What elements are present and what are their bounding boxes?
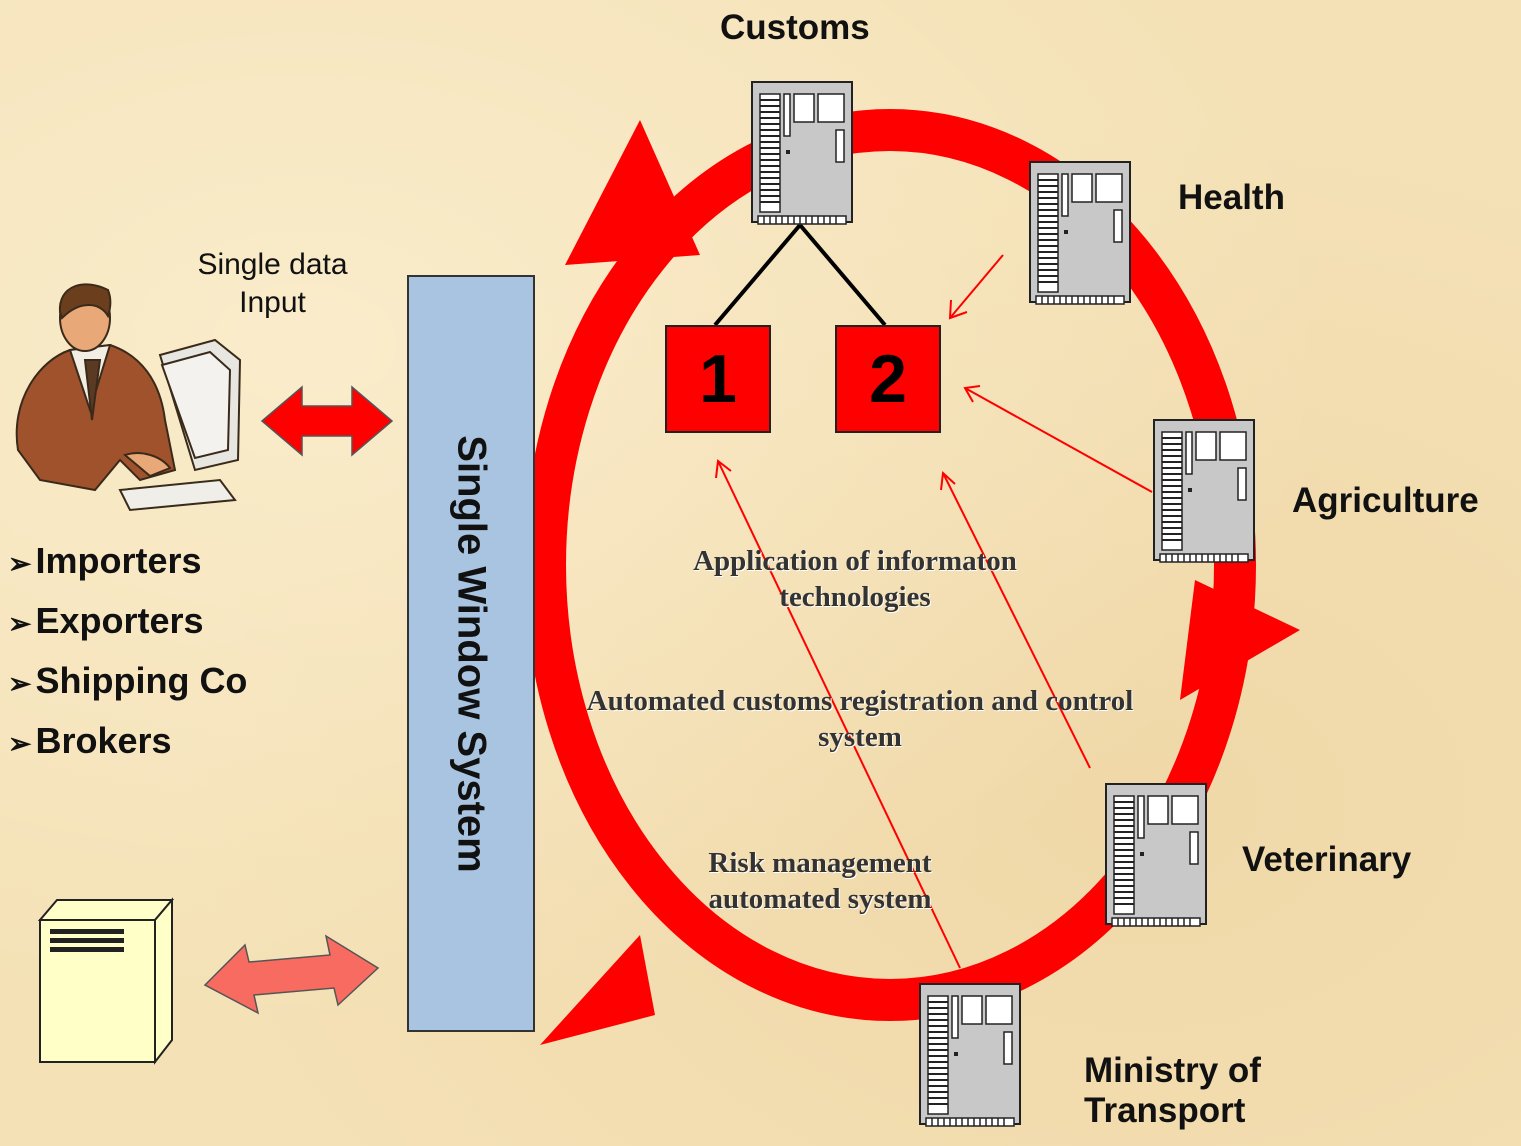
- subsystem-box-1: 1: [665, 325, 771, 433]
- customs-server-icon: [751, 81, 853, 225]
- list-item: ➢Brokers: [8, 720, 172, 761]
- data-flow-arrows: [715, 254, 1153, 969]
- health-server-icon: [1029, 161, 1131, 305]
- subsystem-box-2: 2: [835, 325, 941, 433]
- cycle-arrowhead-right: [1180, 580, 1300, 700]
- risk-management-text: Risk management automated system: [708, 847, 932, 916]
- transport-server-icon: [919, 983, 1021, 1127]
- list-item: ➢Exporters: [8, 600, 204, 641]
- it-application-text: Application of informaton technologies: [693, 545, 1017, 614]
- agriculture-server-icon: [1153, 419, 1255, 563]
- list-item: ➢Shipping Co: [8, 660, 248, 701]
- terminal-icon: [37, 897, 175, 1065]
- single-window-system-panel: Single Window System: [407, 275, 535, 1032]
- single-window-system-title: Single Window System: [449, 434, 494, 873]
- user-at-computer-icon: [15, 283, 242, 512]
- health-label: Health: [1178, 178, 1285, 217]
- link-customs-box2: [798, 223, 887, 327]
- link-customs-box1: [713, 223, 802, 327]
- double-arrow-icon-input: [260, 385, 394, 457]
- veterinary-label: Veterinary: [1242, 840, 1412, 879]
- cycle-arrowhead-bottom: [540, 935, 655, 1045]
- list-item: ➢Importers: [8, 540, 202, 581]
- customs-registration-text: Automated customs registration and contr…: [586, 685, 1134, 754]
- double-arrow-icon-terminal: [203, 934, 380, 1015]
- veterinary-server-icon: [1105, 783, 1207, 927]
- process-cycle-ring: [524, 109, 1256, 1021]
- single-data-input-label: Single data Input: [197, 248, 348, 319]
- participants-list: ➢Importers ➢Exporters ➢Shipping Co ➢Brok…: [8, 532, 247, 772]
- cycle-arrowhead-top: [565, 120, 700, 265]
- agriculture-label: Agriculture: [1292, 481, 1479, 520]
- customs-label: Customs: [720, 8, 870, 47]
- transport-label: Ministry of Transport: [1084, 1051, 1261, 1131]
